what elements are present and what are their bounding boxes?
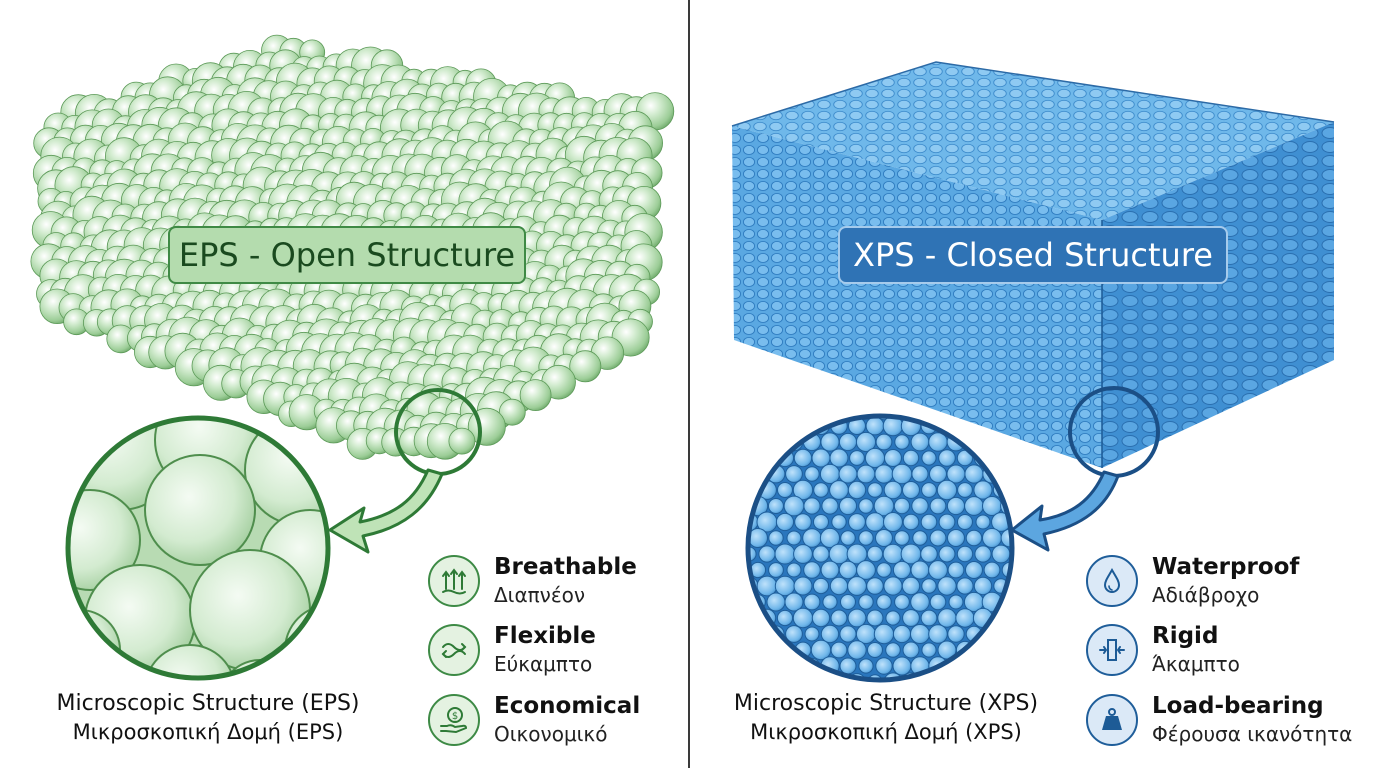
xps-magnified-view bbox=[745, 413, 1015, 683]
xps-foam-block bbox=[731, 61, 1335, 468]
feature-economical-el: Οικονομικό bbox=[494, 722, 608, 746]
feature-rigid-en: Rigid bbox=[1152, 623, 1219, 649]
feature-economical-en: Economical bbox=[494, 693, 641, 719]
rigid-compression-icon bbox=[1086, 624, 1138, 676]
eps-zoom-arrow bbox=[328, 468, 444, 554]
feature-flexible: Flexible Εύκαμπτο bbox=[428, 622, 596, 678]
xps-title-label: XPS - Closed Structure bbox=[838, 226, 1228, 284]
xps-caption-en: Microscopic Structure (XPS) bbox=[733, 691, 1039, 716]
feature-economical: $ Economical Οικονομικό bbox=[428, 692, 640, 748]
svg-text:$: $ bbox=[452, 711, 458, 722]
feature-breathable-el: Διαπνέον bbox=[494, 583, 586, 607]
feature-load-bearing: Load-bearing Φέρουσα ικανότητα bbox=[1086, 692, 1352, 748]
flexible-wave-icon bbox=[428, 624, 480, 676]
eps-title-label: EPS - Open Structure bbox=[168, 226, 526, 284]
center-divider bbox=[688, 0, 690, 768]
feature-rigid-el: Άκαμπτο bbox=[1152, 652, 1240, 676]
xps-caption-el: Μικροσκοπική Δομή (XPS) bbox=[750, 720, 1022, 744]
feature-load-bearing-en: Load-bearing bbox=[1152, 693, 1324, 719]
feature-flexible-en: Flexible bbox=[494, 623, 596, 649]
feature-rigid: Rigid Άκαμπτο bbox=[1086, 622, 1240, 678]
feature-waterproof-el: Αδιάβροχο bbox=[1152, 583, 1260, 607]
xps-zoom-arrow bbox=[1010, 470, 1120, 552]
waterproof-drop-icon bbox=[1086, 555, 1138, 607]
feature-breathable-en: Breathable bbox=[494, 554, 637, 580]
eps-caption-en: Microscopic Structure (EPS) bbox=[56, 691, 360, 716]
breathable-arrows-icon bbox=[428, 555, 480, 607]
economical-coin-hand-icon: $ bbox=[428, 694, 480, 746]
xps-caption: Microscopic Structure (XPS) Μικροσκοπική… bbox=[716, 690, 1056, 746]
feature-flexible-el: Εύκαμπτο bbox=[494, 652, 593, 676]
feature-breathable: Breathable Διαπνέον bbox=[428, 553, 637, 609]
load-bearing-weight-icon bbox=[1086, 694, 1138, 746]
eps-bead-block bbox=[30, 34, 675, 460]
eps-caption: Microscopic Structure (EPS) Μικροσκοπική… bbox=[38, 690, 378, 746]
feature-waterproof: Waterproof Αδιάβροχο bbox=[1086, 553, 1299, 609]
feature-load-bearing-el: Φέρουσα ικανότητα bbox=[1152, 722, 1353, 746]
feature-waterproof-en: Waterproof bbox=[1152, 554, 1300, 580]
eps-caption-el: Μικροσκοπική Δομή (EPS) bbox=[72, 720, 344, 744]
